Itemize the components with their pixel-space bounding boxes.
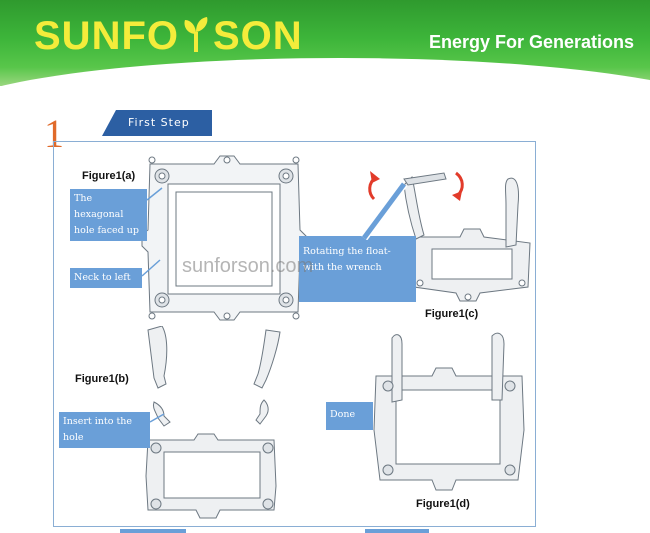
- callout-pointer-lines-a: [141, 187, 163, 277]
- callout-hexagonal-hole: The hexagonal hole faced up: [70, 189, 147, 241]
- step-tab: [102, 110, 212, 136]
- watermark: sunforson.com: [182, 255, 314, 277]
- callout-rotating-wrench: Rotating the float- with the wrench: [299, 236, 416, 302]
- sprout-icon: [179, 14, 213, 54]
- instruction-frame: [53, 141, 536, 527]
- logo-text-left: SUNFO: [34, 14, 179, 58]
- figure-a-label: Figure1(a): [82, 170, 136, 182]
- figure-a-drawing: [141, 155, 307, 321]
- logo-text-right: SON: [213, 14, 303, 58]
- figure-c-drawing: [368, 171, 531, 302]
- figure-b-drawing: [145, 326, 281, 519]
- figure-c-label: Figure1(c): [425, 308, 479, 320]
- callout-pointer-line-c: [360, 181, 408, 240]
- callout-done: Done: [326, 402, 373, 430]
- brand-logo[interactable]: SUNFO SON: [34, 14, 303, 59]
- header-banner: SUNFO SON Energy For Generations: [0, 0, 650, 86]
- callout-pointer-line-b: [149, 413, 165, 423]
- banner-swoosh: [0, 58, 650, 86]
- step-label: First Step: [128, 116, 190, 129]
- bottom-tab-right: [365, 529, 429, 533]
- figure-d-drawing: [373, 332, 525, 491]
- callout-insert-hole: Insert into the hole: [59, 412, 150, 448]
- bottom-tab-left: [120, 529, 186, 533]
- tagline: Energy For Generations: [428, 32, 634, 52]
- callout-neck-left: Neck to left: [70, 268, 142, 288]
- figure-d-label: Figure1(d): [416, 498, 470, 510]
- step-number: 1: [44, 111, 64, 156]
- figure-b-label: Figure1(b): [75, 373, 129, 385]
